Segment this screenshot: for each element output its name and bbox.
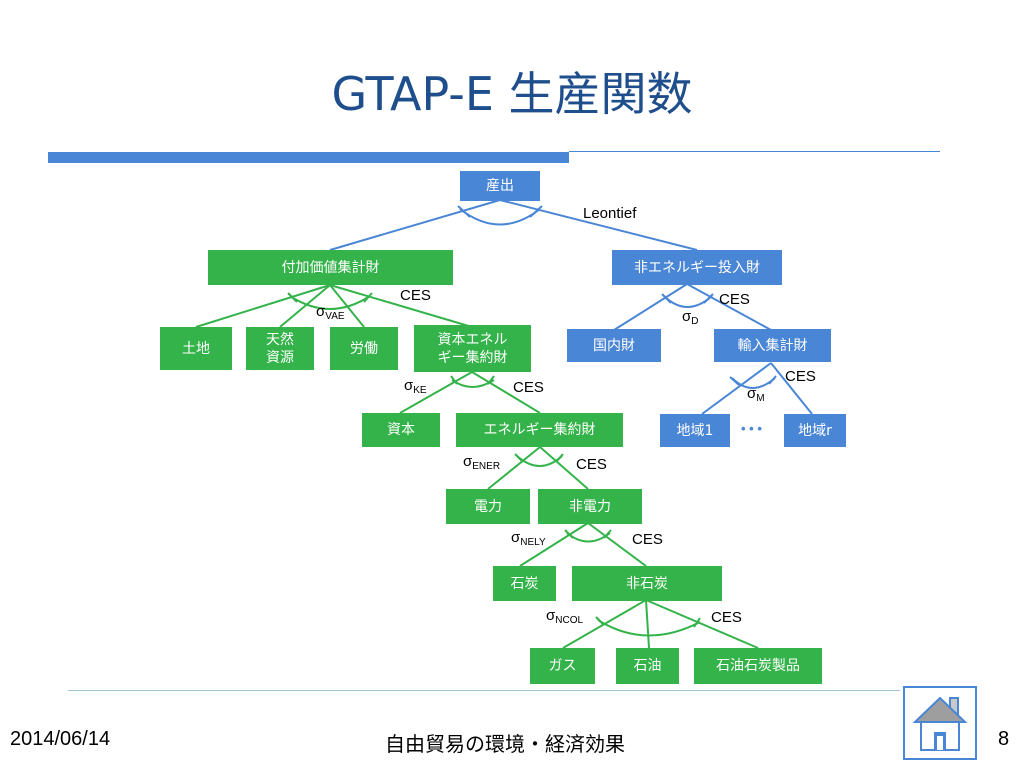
title-underline-thick	[48, 152, 569, 163]
node-value-added: 付加価値集計財	[208, 250, 453, 285]
label-sigma-ke: σKE	[404, 377, 427, 396]
label-ces-ener: CES	[576, 456, 607, 473]
label-ces-nely: CES	[632, 531, 663, 548]
label-leontief: Leontief	[583, 205, 637, 222]
node-capital-energy: 資本エネル ギー集約財	[414, 325, 531, 372]
title-underline-thin	[569, 151, 940, 152]
node-capital: 資本	[362, 413, 440, 447]
label-sigma-d: σD	[682, 308, 699, 327]
node-petroleum-coal-products: 石油石炭製品	[694, 648, 822, 684]
footer-title: 自由貿易の環境・経済効果	[385, 734, 625, 756]
node-region-1: 地域1	[660, 414, 730, 447]
footer-divider	[68, 690, 900, 691]
label-ces-vae: CES	[400, 287, 431, 304]
label-ces-m: CES	[785, 368, 816, 385]
label-ces-d: CES	[719, 291, 750, 308]
node-energy-composite: エネルギー集約財	[456, 413, 623, 447]
label-sigma-vae: σVAE	[316, 303, 345, 322]
label-ces-ncol: CES	[711, 609, 742, 626]
node-domestic: 国内財	[567, 329, 661, 362]
label-ces-ke: CES	[513, 379, 544, 396]
home-button[interactable]	[903, 686, 977, 760]
ellipsis-regions: • • •	[741, 421, 762, 436]
node-land: 土地	[160, 327, 232, 370]
label-sigma-m: σM	[747, 385, 765, 404]
page-number: 8	[998, 728, 1010, 750]
node-output: 産出	[460, 171, 540, 201]
slide-title: GTAP-E 生産関数	[331, 67, 693, 121]
label-sigma-ncol: σNCOL	[546, 607, 584, 626]
node-non-electricity: 非電力	[538, 489, 642, 524]
node-labor: 労働	[330, 327, 398, 370]
node-natural-resources: 天然 資源	[246, 327, 314, 370]
node-region-r: 地域r	[784, 414, 846, 447]
node-imports: 輸入集計財	[714, 329, 831, 362]
node-non-energy-inputs: 非エネルギー投入財	[612, 250, 782, 285]
node-non-coal: 非石炭	[572, 566, 722, 601]
node-coal: 石炭	[493, 566, 556, 601]
node-oil: 石油	[616, 648, 679, 684]
footer-date: 2014/06/14	[10, 728, 111, 750]
label-sigma-ener: σENER	[463, 453, 501, 472]
node-gas: ガス	[530, 648, 595, 684]
home-icon	[912, 696, 968, 751]
node-electricity: 電力	[446, 489, 530, 524]
label-sigma-nely: σNELY	[511, 529, 546, 548]
